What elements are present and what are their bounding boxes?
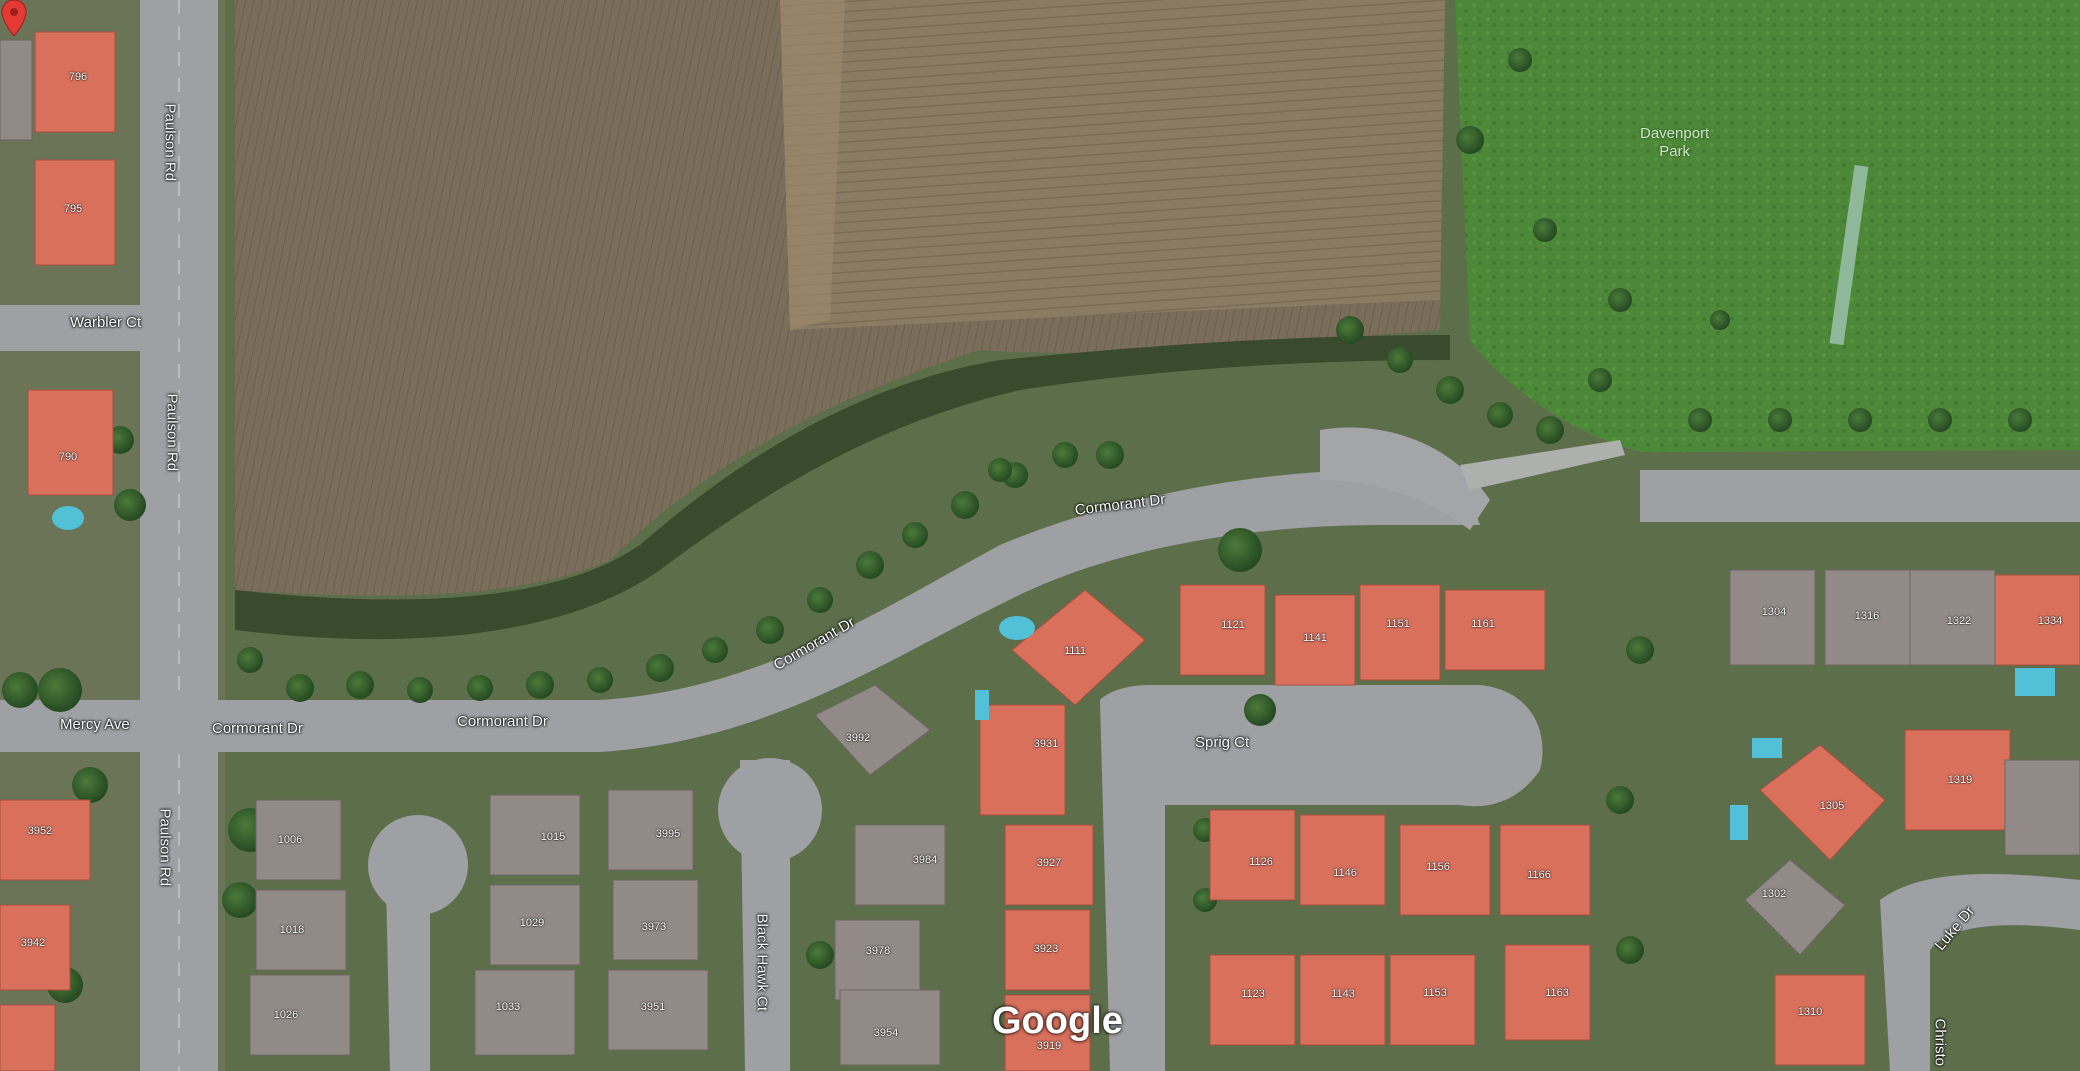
address-label: 1143 [1331,988,1355,1000]
street-label-christo: Christo [1931,1018,1949,1067]
address-label: 1302 [1761,888,1787,900]
address-label: 3923 [1033,943,1059,955]
address-label: 3995 [655,828,681,840]
address-label: 1033 [495,1001,521,1013]
address-label: 1126 [1249,856,1273,868]
address-label: 3927 [1036,857,1062,869]
address-label: 1018 [279,924,305,936]
address-label: 1166 [1527,869,1551,881]
address-label: 1151 [1386,618,1410,630]
address-label: 1006 [277,834,303,846]
address-label: 1161 [1471,618,1495,630]
address-label: 1026 [273,1009,299,1021]
red-location-pin-icon[interactable] [0,0,28,36]
address-label: 1146 [1333,867,1357,879]
address-label: 1304 [1761,606,1787,618]
address-label: 796 [68,71,88,83]
street-label-sprig-ct: Sprig Ct [1195,734,1250,751]
address-label: 1156 [1426,861,1450,873]
address-label: 3952 [27,825,53,837]
street-label-black-hawk-ct: Black Hawk Ct [753,913,771,1012]
street-label-warbler-ct: Warbler Ct [70,314,142,331]
address-label: 1305 [1819,800,1845,812]
address-label: 3942 [20,937,46,949]
poi-name-line2: Park [1659,143,1691,160]
address-label: 1319 [1947,774,1973,786]
address-label: 1121 [1221,619,1245,631]
address-label: 3954 [873,1027,899,1039]
address-label: 1029 [519,917,545,929]
street-label-paulson-rd-bottom: Paulson Rd [156,808,174,887]
address-label: 3992 [845,732,871,744]
address-label: 795 [63,203,83,215]
address-label: 3984 [912,854,938,866]
address-label: 790 [58,451,78,463]
address-label: 1310 [1797,1006,1823,1018]
address-label: 1123 [1241,988,1265,1000]
address-label: 1334 [2037,615,2063,627]
poi-name-line1: Davenport [1640,125,1710,142]
street-label-paulson-rd-top: Paulson Rd [161,103,179,182]
address-label: 3978 [865,945,891,957]
address-label: 1322 [1946,615,1972,627]
address-label: 3931 [1033,738,1059,750]
street-label-paulson-rd-middle: Paulson Rd [163,393,181,472]
address-label: 1015 [540,831,566,843]
street-label-mercy-ave: Mercy Ave [60,716,130,733]
address-label: 3973 [641,921,667,933]
address-label: 1163 [1545,987,1569,999]
address-label: 1111 [1063,645,1087,657]
address-label: 3951 [640,1001,666,1013]
address-label: 1141 [1303,632,1327,644]
address-label: 1153 [1423,987,1447,999]
street-label-cormorant-dr-west: Cormorant Dr [212,720,303,737]
address-label: 1316 [1854,610,1880,622]
poi-label-davenport-park: Davenport Park [1640,125,1709,161]
street-label-cormorant-dr-south: Cormorant Dr [457,713,548,730]
address-label: 3919 [1036,1040,1062,1052]
google-logo: Google [992,1000,1123,1042]
